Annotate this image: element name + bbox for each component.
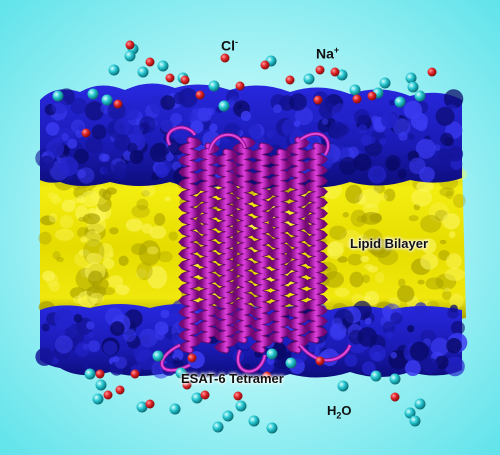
chloride-ion <box>145 399 155 409</box>
sodium-ion <box>136 401 148 413</box>
chloride-ion <box>315 65 325 75</box>
chloride-ion <box>113 99 123 109</box>
chloride-label: Cl- <box>221 37 238 54</box>
chloride-ion <box>313 95 323 105</box>
chloride-ion <box>145 57 155 67</box>
sodium-ion <box>218 100 230 112</box>
chloride-ion <box>285 75 295 85</box>
sodium-ion <box>379 77 391 89</box>
chloride-ion <box>130 369 140 379</box>
sodium-ion <box>152 350 164 362</box>
sodium-ion <box>52 90 64 102</box>
chloride-ion <box>195 90 205 100</box>
chloride-ion <box>427 67 437 77</box>
sodium-ion <box>84 368 96 380</box>
sodium-ion <box>175 367 187 379</box>
sodium-ion <box>235 400 247 412</box>
sodium-ion <box>349 84 361 96</box>
chloride-ion <box>95 369 105 379</box>
chloride-ion <box>81 128 91 138</box>
sodium-ion <box>87 88 99 100</box>
lipid-bilayer-label: Lipid Bilayer <box>350 236 429 251</box>
sodium-ion <box>337 380 349 392</box>
chloride-ion <box>187 353 197 363</box>
sodium-ion <box>208 80 220 92</box>
chloride-ion <box>165 73 175 83</box>
sodium-ion <box>124 50 136 62</box>
sodium-ion <box>266 422 278 434</box>
sodium-ion <box>191 392 203 404</box>
sodium-ion <box>92 393 104 405</box>
chloride-ion <box>262 371 272 381</box>
chloride-ion <box>200 390 210 400</box>
sodium-ion <box>389 373 401 385</box>
sodium-ion <box>95 379 107 391</box>
sodium-ion <box>405 72 417 84</box>
sodium-ion <box>409 415 421 427</box>
chloride-ion <box>180 75 190 85</box>
chloride-ion <box>367 91 377 101</box>
chloride-ion <box>352 94 362 104</box>
sodium-ion <box>285 357 297 369</box>
sodium-ion <box>370 370 382 382</box>
chloride-ion <box>115 385 125 395</box>
chloride-ion <box>103 390 113 400</box>
chloride-ion <box>235 81 245 91</box>
sodium-label: Na+ <box>316 45 340 62</box>
ions-and-water <box>52 40 437 434</box>
sodium-ion <box>169 403 181 415</box>
sodium-ion <box>414 90 426 102</box>
sodium-ion <box>266 348 278 360</box>
sodium-ion <box>248 415 260 427</box>
chloride-ion <box>260 60 270 70</box>
chloride-ion <box>182 380 192 390</box>
sodium-ion <box>108 64 120 76</box>
protein-label: ESAT-6 Tetramer <box>181 371 284 386</box>
sodium-ion <box>212 421 224 433</box>
chloride-ion <box>315 356 325 366</box>
sodium-ion <box>394 96 406 108</box>
chloride-ion <box>233 391 243 401</box>
sodium-ion <box>414 398 426 410</box>
sodium-ion <box>137 66 149 78</box>
sodium-ion <box>407 81 419 93</box>
sodium-ion <box>101 94 113 106</box>
sodium-ion <box>404 407 416 419</box>
water-label: H2O <box>327 403 352 421</box>
chloride-ion <box>330 67 340 77</box>
sodium-ion <box>222 410 234 422</box>
chloride-ion <box>390 392 400 402</box>
sodium-ion <box>157 60 169 72</box>
chloride-ion <box>220 53 230 63</box>
chloride-ion <box>125 40 135 50</box>
esat6-protein <box>159 125 352 374</box>
sodium-ion <box>303 73 315 85</box>
